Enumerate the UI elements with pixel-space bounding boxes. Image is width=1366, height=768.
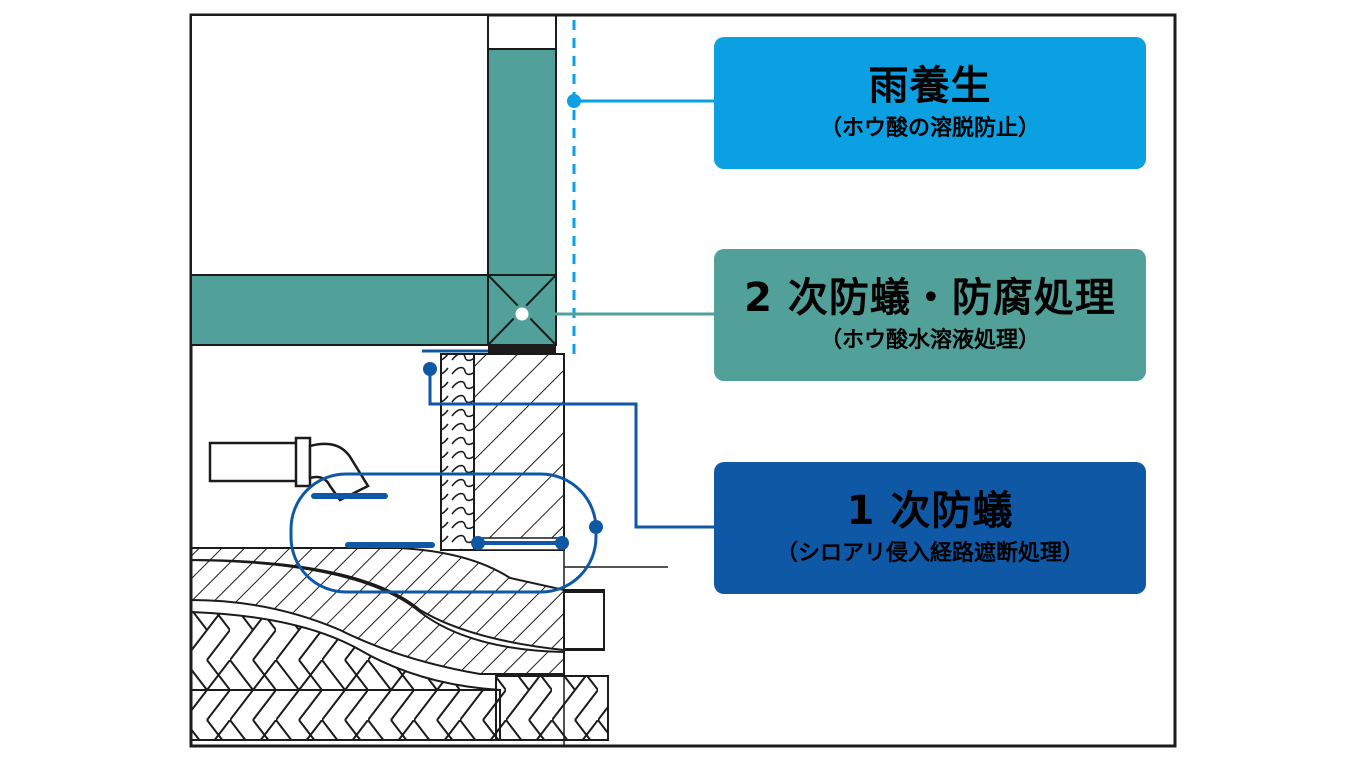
secondary-treatment-subtitle: （ホウ酸水溶液処理） (819, 327, 1040, 353)
secondary-treatment-title: 2 次防蟻・防腐処理 (744, 274, 1116, 321)
diagram-frame (189, 13, 1177, 748)
primary-termite-callout: 1 次防蟻 （シロアリ侵入経路遮断処理） (714, 462, 1146, 594)
insulation-board (440, 353, 475, 551)
secondary-leader-dot (512, 304, 532, 324)
floor-beam (190, 274, 489, 346)
rain-protection-callout: 雨養生 （ホウ酸の溶脱防止） (714, 37, 1146, 169)
foundation-footing (190, 547, 605, 651)
ground-gravel-right (495, 675, 609, 741)
ground-gravel-upper (190, 558, 565, 675)
drain-pipe (208, 441, 307, 483)
primary-termite-title: 1 次防蟻 (846, 487, 1014, 534)
wall-post (487, 48, 557, 276)
interior-wall (190, 14, 489, 276)
rain-leader-dot (567, 94, 581, 108)
secondary-treatment-callout: 2 次防蟻・防腐処理 （ホウ酸水溶液処理） (714, 249, 1146, 381)
rain-protection-subtitle: （ホウ酸の溶脱防止） (819, 115, 1040, 141)
primary-path-line (428, 369, 714, 529)
ground-gravel-lower (190, 610, 501, 741)
sill-gasket (488, 345, 556, 354)
rain-protection-title: 雨養生 (868, 62, 992, 109)
drain-elbow (308, 442, 370, 502)
drain-pipe-joint (294, 436, 312, 488)
foundation-wall (473, 353, 565, 551)
primary-termite-subtitle: （シロアリ侵入経路遮断処理） (775, 540, 1084, 566)
